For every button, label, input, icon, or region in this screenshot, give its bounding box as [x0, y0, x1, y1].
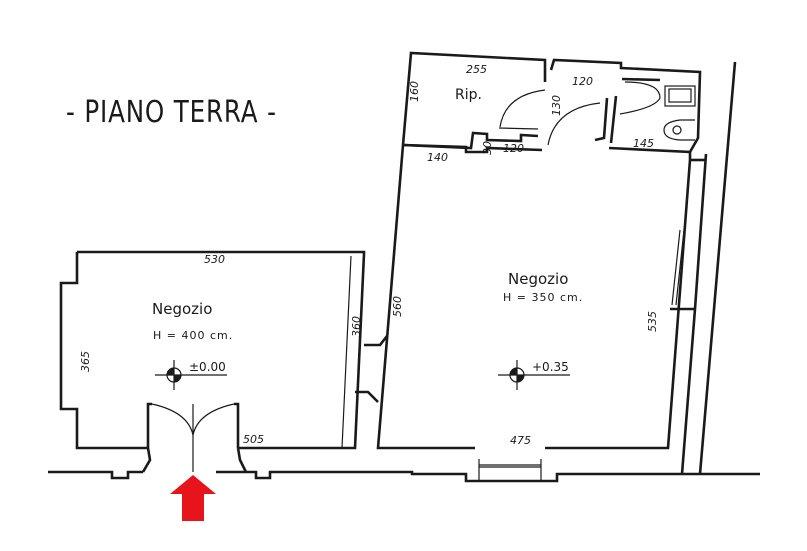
dim-right-right-wall: 535 — [646, 311, 659, 332]
left-shop-walls — [59, 250, 366, 450]
entrance-arrow-icon — [170, 475, 216, 521]
dim-left-top: 530 — [204, 253, 225, 266]
property-boundary — [698, 61, 737, 475]
connecting-passage — [355, 335, 389, 403]
dim-bath-bottom: 145 — [633, 137, 654, 150]
dim-hall-top: 120 — [572, 75, 593, 88]
left-shop-name: Negozio — [152, 300, 213, 318]
level-marker-left — [155, 360, 227, 390]
level-marker-right — [498, 360, 570, 390]
dim-left-partition: 360 — [350, 316, 363, 337]
dim-right-top-mid: 120 — [503, 142, 524, 155]
entrance-double-door — [141, 403, 248, 473]
dim-right-top-left: 140 — [427, 151, 448, 164]
rear-rooms-walls — [401, 51, 702, 153]
right-shop-name: Negozio — [508, 270, 569, 288]
left-shop-height: H = 400 cm. — [153, 329, 234, 342]
dim-right-left-wall: 560 — [391, 296, 404, 317]
dim-left-bottom: 505 — [243, 433, 264, 446]
dim-storage-side: 160 — [408, 81, 421, 102]
dim-storage-top: 255 — [466, 63, 487, 76]
left-shop-level: ±0.00 — [189, 360, 226, 374]
dim-right-bottom: 475 — [510, 434, 531, 447]
storage-name: Rip. — [455, 87, 482, 103]
plan-title: - PIANO TERRA - — [66, 95, 277, 130]
dim-hall-width: 130 — [550, 95, 563, 116]
right-shop-walls — [376, 143, 708, 475]
dim-left-side: 365 — [79, 351, 92, 372]
right-shop-level: +0.35 — [532, 360, 569, 374]
facade-line — [48, 459, 760, 483]
right-shop-height: H = 350 cm. — [503, 291, 584, 304]
dim-right-top-step: 30 — [481, 141, 494, 155]
